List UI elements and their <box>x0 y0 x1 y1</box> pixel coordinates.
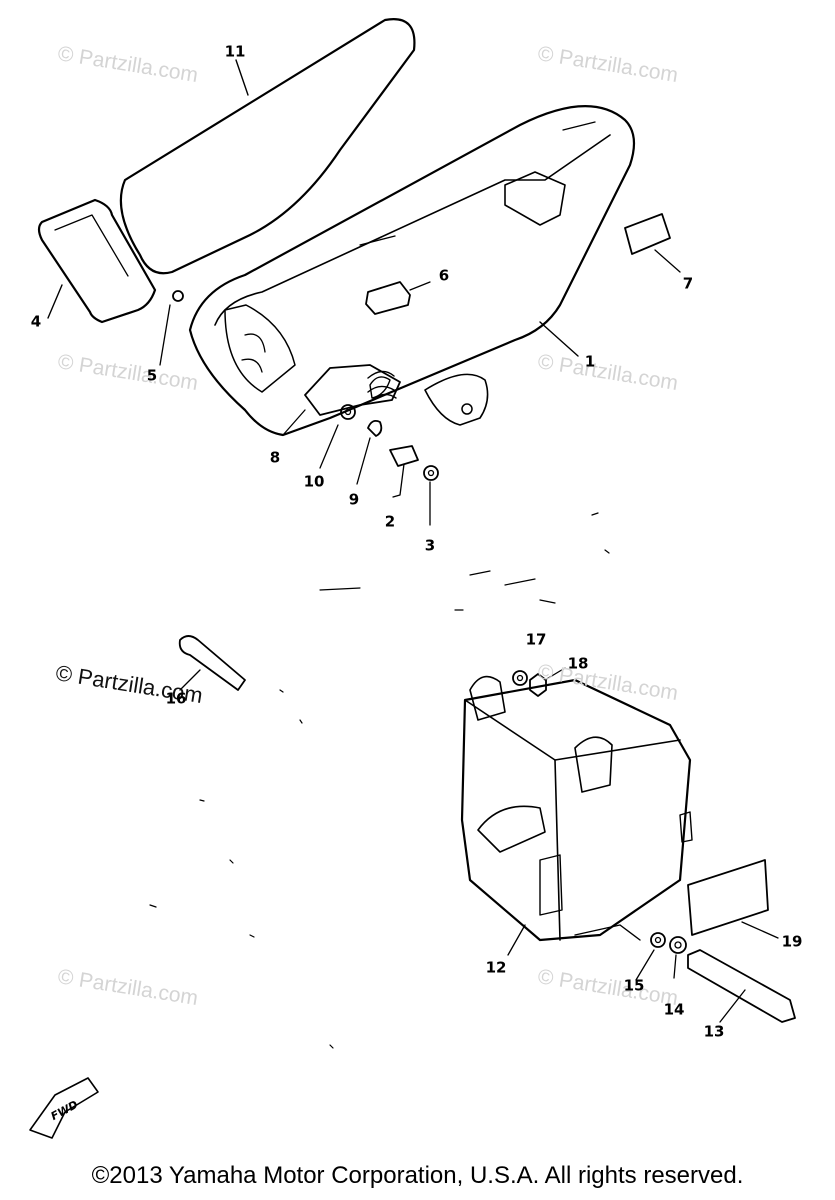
callout-15: 15 <box>623 976 645 995</box>
callout-2: 2 <box>384 512 396 531</box>
callout-12: 12 <box>485 958 507 977</box>
callout-6: 6 <box>438 266 450 285</box>
part-7-damper <box>624 213 681 273</box>
callout-7: 7 <box>682 274 694 293</box>
callout-17: 17 <box>525 630 547 649</box>
callout-16: 16 <box>165 689 187 708</box>
callout-3: 3 <box>424 536 436 555</box>
callout-9: 9 <box>348 490 360 509</box>
callout-19: 19 <box>781 932 803 951</box>
part-12-battery-case <box>460 675 693 956</box>
copyright-notice: ©2013 Yamaha Motor Corporation, U.S.A. A… <box>91 1162 744 1189</box>
callout-18: 18 <box>567 654 589 673</box>
callout-14: 14 <box>663 1000 685 1019</box>
callout-4: 4 <box>30 312 42 331</box>
part-1-side-cover <box>188 105 636 437</box>
part-17-washer <box>512 670 528 686</box>
part-6-damper <box>365 281 431 315</box>
callout-5: 5 <box>146 366 158 385</box>
part-13-bolt <box>687 949 796 1023</box>
callout-8: 8 <box>269 448 281 467</box>
part-5-clip <box>159 290 184 366</box>
part-18-nut <box>529 667 566 697</box>
part-19-pad <box>687 859 779 939</box>
callout-13: 13 <box>703 1022 725 1041</box>
callout-10: 10 <box>303 472 325 491</box>
callout-1: 1 <box>584 352 596 371</box>
fwd-arrow-icon <box>29 1077 99 1139</box>
part-14-washer <box>669 936 687 979</box>
part-8-bracket <box>282 364 401 436</box>
scan-specks <box>149 512 610 1049</box>
part-16-bolt <box>178 635 246 691</box>
part-15-washer <box>635 932 666 981</box>
part-11-side-cover-pad <box>119 18 416 275</box>
part-4-plate <box>37 198 157 324</box>
part-2-bolt <box>389 445 419 498</box>
part-3-washer <box>423 465 439 526</box>
part-9-grommet <box>356 419 383 485</box>
callout-11: 11 <box>224 42 246 61</box>
part-10-washer <box>319 404 356 469</box>
